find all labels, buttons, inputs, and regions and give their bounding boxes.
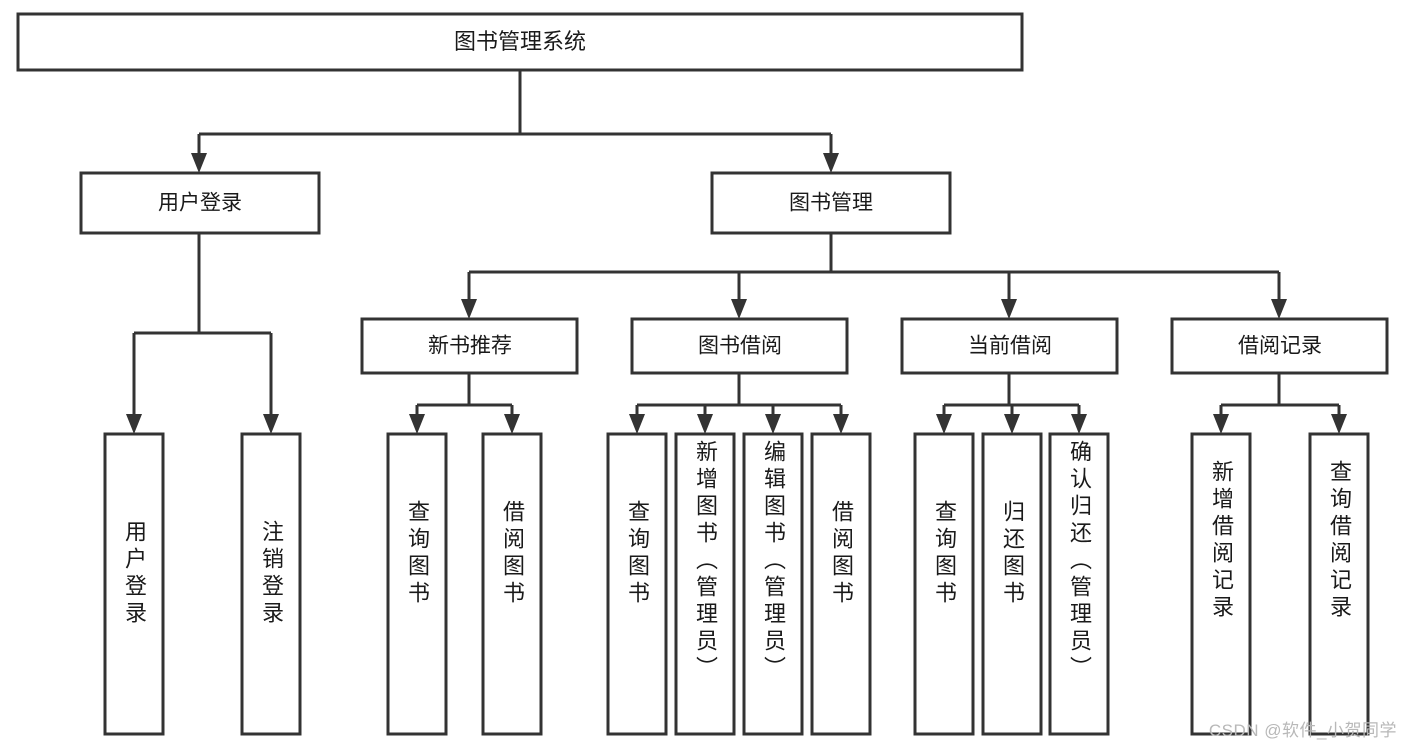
- watermark-text: CSDN @软件_小贺同学: [1208, 721, 1397, 740]
- connector-book-mgmt-to-level3: [461, 233, 1287, 319]
- node-book-borrow-label: 图书借阅: [698, 335, 782, 358]
- node-new-book-recommend-label: 新书推荐: [428, 335, 512, 358]
- arrow-head-icon: [1271, 299, 1287, 319]
- arrow-head-icon: [409, 414, 425, 434]
- arrow-head-icon: [126, 414, 142, 434]
- node-book-management-box[interactable]: [710, 171, 952, 235]
- leaf-boxes-borrow-record: [1190, 432, 1370, 736]
- arrow-head-icon: [191, 153, 207, 173]
- connector-new-book-to-leaves: [409, 373, 520, 434]
- connector-current-borrow-to-leaves: [936, 373, 1087, 434]
- leaf-box-current-borrow-2[interactable]: [1048, 432, 1110, 736]
- arrow-head-icon: [1213, 414, 1229, 434]
- leaf-box-current-borrow-1[interactable]: [981, 432, 1043, 736]
- leaf-box-current-borrow-0[interactable]: [913, 432, 975, 736]
- node-borrow-record-box[interactable]: [1170, 317, 1389, 375]
- arrow-head-icon: [263, 414, 279, 434]
- leaf-boxes-current-borrow: [913, 432, 1110, 736]
- arrow-head-icon: [504, 414, 520, 434]
- leaf-box-book-borrow-0[interactable]: [606, 432, 668, 736]
- leaf-boxes-user-login: [103, 432, 302, 736]
- arrow-head-icon: [731, 299, 747, 319]
- node-borrow-record[interactable]: 借阅记录: [1170, 317, 1389, 375]
- node-root-label: 图书管理系统: [454, 29, 586, 54]
- node-book-management[interactable]: 图书管理: [710, 171, 952, 235]
- node-root-box[interactable]: [16, 12, 1024, 72]
- leaf-box-user-login-0[interactable]: [103, 432, 165, 736]
- connector-borrow-record-to-leaves: [1213, 373, 1347, 434]
- connector-root-to-level2: [191, 70, 839, 173]
- leaf-box-new-book-0[interactable]: [386, 432, 448, 736]
- arrow-head-icon: [833, 414, 849, 434]
- node-book-management-label: 图书管理: [789, 192, 873, 215]
- arrow-head-icon: [936, 414, 952, 434]
- leaf-box-book-borrow-1[interactable]: [674, 432, 736, 736]
- node-user-login-label: 用户登录: [158, 192, 242, 215]
- leaf-box-new-book-1[interactable]: [481, 432, 543, 736]
- connector-book-borrow-to-leaves: [629, 373, 849, 434]
- leaf-box-borrow-record-1[interactable]: [1308, 432, 1370, 736]
- arrow-head-icon: [765, 414, 781, 434]
- node-borrow-record-label: 借阅记录: [1238, 335, 1322, 358]
- node-root[interactable]: 图书管理系统: [16, 12, 1024, 72]
- node-new-book-recommend-box[interactable]: [360, 317, 579, 375]
- leaf-boxes-book-borrow: [606, 432, 872, 736]
- node-book-borrow-box[interactable]: [630, 317, 849, 375]
- arrow-head-icon: [1001, 299, 1017, 319]
- leaf-box-book-borrow-2[interactable]: [742, 432, 804, 736]
- arrow-head-icon: [1004, 414, 1020, 434]
- leaf-box-user-login-1[interactable]: [240, 432, 302, 736]
- node-user-login-box[interactable]: [79, 171, 321, 235]
- arrow-head-icon: [823, 153, 839, 173]
- arrow-head-icon: [629, 414, 645, 434]
- node-book-borrow[interactable]: 图书借阅: [630, 317, 849, 375]
- leaf-boxes-new-book-recommend: [386, 432, 543, 736]
- arrow-head-icon: [697, 414, 713, 434]
- node-current-borrow[interactable]: 当前借阅: [900, 317, 1119, 375]
- leaf-box-book-borrow-3[interactable]: [810, 432, 872, 736]
- node-current-borrow-box[interactable]: [900, 317, 1119, 375]
- connector-user-login-to-leaves: [126, 233, 279, 434]
- node-new-book-recommend[interactable]: 新书推荐: [360, 317, 579, 375]
- leaf-box-borrow-record-0[interactable]: [1190, 432, 1252, 736]
- arrow-head-icon: [1331, 414, 1347, 434]
- arrow-head-icon: [461, 299, 477, 319]
- node-user-login[interactable]: 用户登录: [79, 171, 321, 235]
- node-current-borrow-label: 当前借阅: [968, 335, 1052, 358]
- arrow-head-icon: [1071, 414, 1087, 434]
